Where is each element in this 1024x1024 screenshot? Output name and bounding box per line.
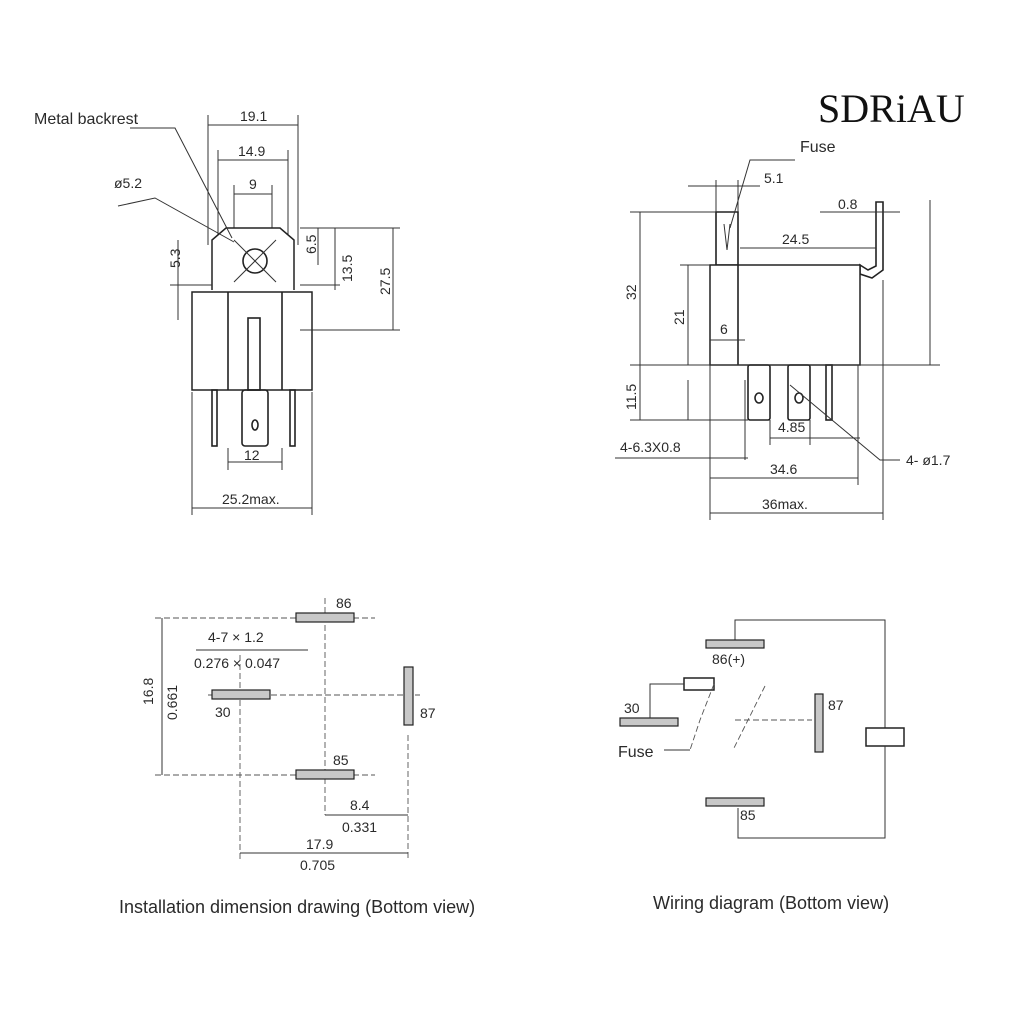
dim-14-9: 14.9: [238, 143, 265, 159]
dim-4-85: 4.85: [778, 419, 805, 435]
slot-30: [211, 689, 271, 700]
wiring-fuse: [683, 677, 715, 691]
dim-24-5: 24.5: [782, 231, 809, 247]
dim-32: 32: [623, 284, 639, 300]
dim-11-5: 11.5: [623, 384, 639, 410]
pin-85-label: 85: [333, 752, 349, 768]
dim-9: 9: [249, 176, 257, 192]
dim-5-3: 5.3: [167, 248, 183, 268]
side-view: Fuse 5.1 0.8 24.5 32 21 6 11.5 4-6.3X0.8…: [615, 139, 951, 520]
wiring-terminal-87: [814, 693, 824, 753]
dim-0-331: 0.331: [342, 819, 377, 835]
installation-drawing: 86 87 85 30 4-7 × 1.2 0.276 × 0.047 16.8…: [119, 595, 475, 917]
dim-0-8: 0.8: [838, 196, 858, 212]
dim-12: 12: [244, 447, 260, 463]
wiring-diagram: 86(+) 30 87 85 Fuse Wiring diagram (Bott…: [618, 619, 905, 913]
wiring-87-label: 87: [828, 697, 844, 713]
dim-0-661: 0.661: [164, 685, 180, 720]
installation-caption: Installation dimension drawing (Bottom v…: [119, 897, 475, 917]
pin-30-label: 30: [215, 704, 231, 720]
slot-size-in: 0.276 × 0.047: [194, 655, 280, 671]
wiring-30-label: 30: [624, 700, 640, 716]
dim-19-1: 19.1: [240, 108, 267, 124]
wiring-terminal-86: [705, 639, 765, 649]
dim-5-1: 5.1: [764, 170, 784, 186]
dim-17-9: 17.9: [306, 836, 333, 852]
wiring-86-label: 86(+): [712, 651, 745, 667]
dim-16-8: 16.8: [140, 678, 156, 705]
dim-21: 21: [671, 309, 687, 325]
dim-6: 6: [720, 321, 728, 337]
dim-6-5: 6.5: [303, 234, 319, 254]
front-view: Metal backrest ø5.2 19.1 14.9 9 6.5 5.3 …: [34, 108, 400, 515]
dim-27-5: 27.5: [377, 268, 393, 295]
slot-86: [295, 612, 355, 623]
dim-34-6: 34.6: [770, 461, 797, 477]
coil-symbol: [865, 727, 905, 747]
slot-85: [295, 769, 355, 780]
pin-87-label: 87: [420, 705, 436, 721]
dim-0-705: 0.705: [300, 857, 335, 873]
dim-36max: 36max.: [762, 496, 808, 512]
hole-spec: 4- ø1.7: [906, 452, 951, 468]
wiring-85-label: 85: [740, 807, 756, 823]
wiring-terminal-30: [619, 717, 679, 727]
hole-diameter-label: ø5.2: [114, 175, 142, 191]
wiring-fuse-label: Fuse: [618, 744, 654, 761]
dim-25-2max: 25.2max.: [222, 491, 280, 507]
dim-13-5: 13.5: [339, 255, 355, 282]
metal-backrest-label: Metal backrest: [34, 111, 139, 128]
dim-8-4: 8.4: [350, 797, 370, 813]
pin-86-label: 86: [336, 595, 352, 611]
terminal-spec: 4-6.3X0.8: [620, 439, 681, 455]
slot-size-mm: 4-7 × 1.2: [208, 629, 264, 645]
wiring-caption: Wiring diagram (Bottom view): [653, 893, 889, 913]
wiring-terminal-85: [705, 797, 765, 807]
fuse-label-side: Fuse: [800, 139, 836, 156]
brand-logo: SDRiAU: [818, 86, 965, 131]
slot-87: [403, 666, 414, 726]
